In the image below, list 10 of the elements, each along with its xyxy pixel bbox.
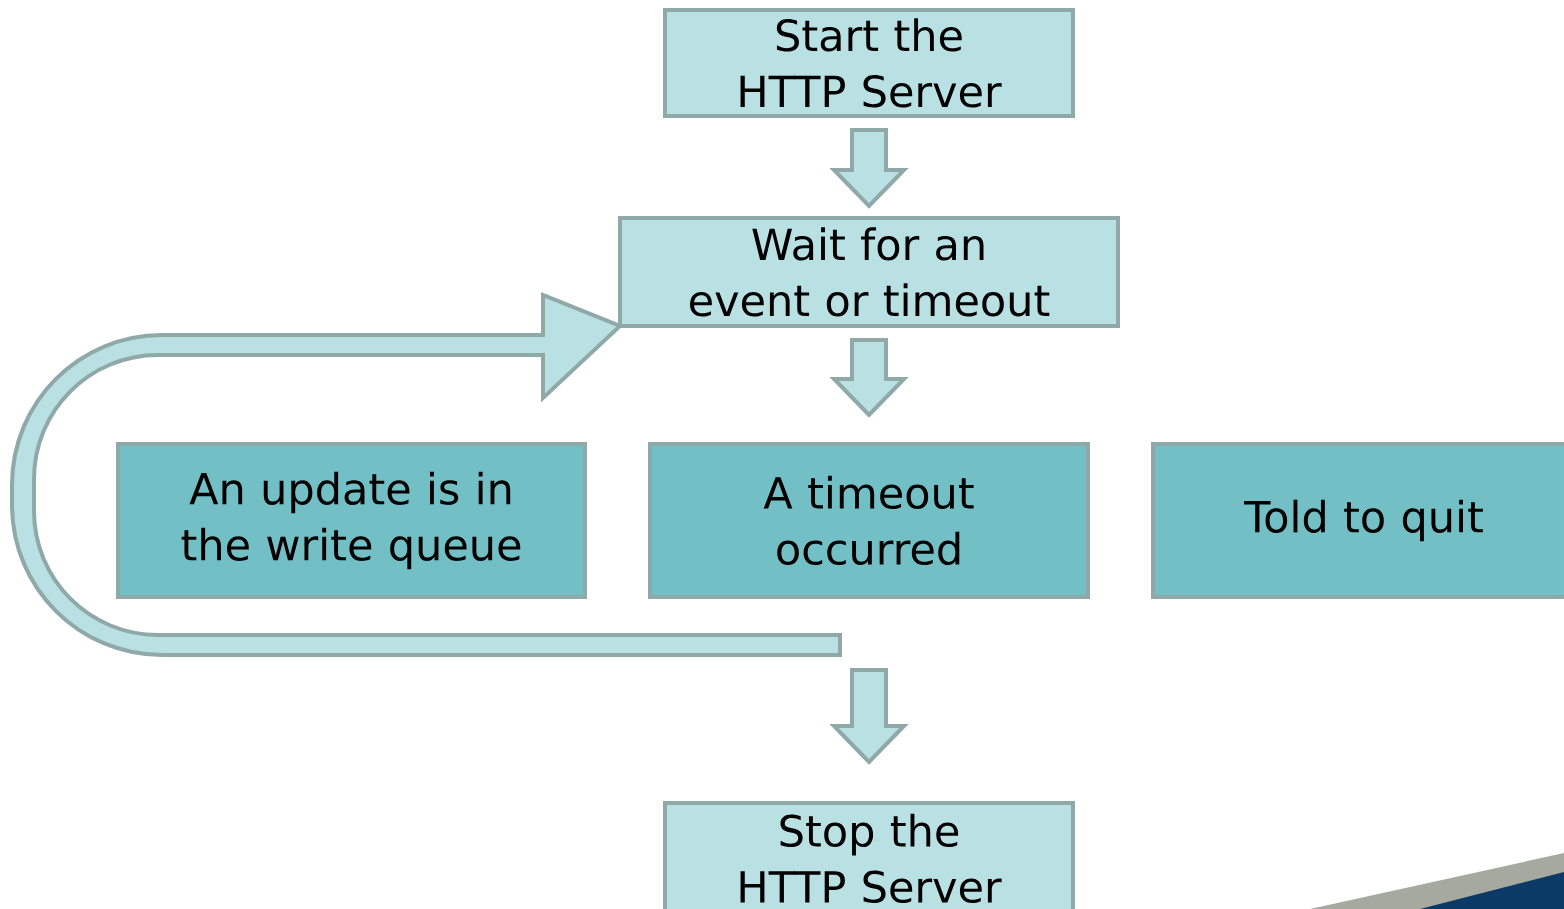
block-arrow	[829, 668, 909, 765]
process-box: A timeout occurred	[648, 442, 1090, 599]
process-box: Told to quit	[1151, 442, 1564, 599]
block-arrow	[10, 293, 842, 657]
process-box: Wait for an event or timeout	[618, 216, 1120, 328]
process-box: Stop the HTTP Server	[663, 801, 1075, 909]
process-box: An update is in the write queue	[116, 442, 587, 599]
block-arrow	[829, 128, 909, 209]
block-arrow	[829, 338, 909, 418]
process-box: Start the HTTP Server	[663, 8, 1075, 118]
